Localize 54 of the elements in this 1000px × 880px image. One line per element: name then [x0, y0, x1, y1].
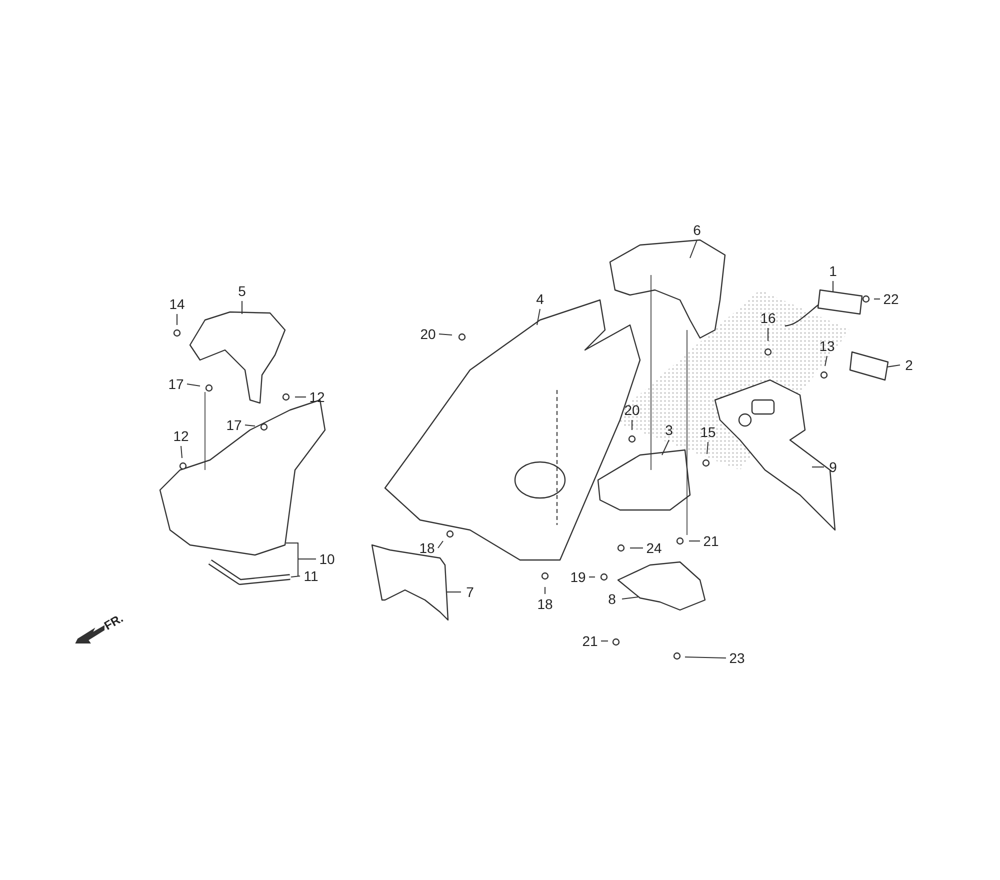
callout-number: 19	[570, 570, 586, 584]
leader-line	[290, 576, 300, 578]
leader-line	[690, 240, 698, 258]
callout-number: 22	[883, 292, 899, 306]
callout-number: 6	[693, 223, 701, 237]
callout-number: 1	[829, 264, 837, 278]
callout-number: 17	[226, 418, 242, 432]
callout-number: 18	[537, 597, 553, 611]
callout-number: 17	[168, 377, 184, 391]
callout-number: 8	[608, 592, 616, 606]
callout-number: 20	[624, 403, 640, 417]
callout-number: 18	[419, 541, 435, 555]
callout-number: 21	[582, 634, 598, 648]
leader-line	[688, 540, 700, 542]
callout-number: 23	[729, 651, 745, 665]
callout-number: 12	[309, 390, 325, 404]
callout-number: 11	[304, 569, 318, 583]
leader-line	[886, 364, 900, 368]
callout-number: 9	[829, 460, 837, 474]
leader-line	[588, 576, 596, 578]
callout-number: 21	[703, 534, 719, 548]
leader-line	[536, 308, 540, 326]
leader-line	[438, 334, 452, 336]
callout-number: 24	[646, 541, 662, 555]
leader-line	[812, 466, 824, 468]
leader-line	[294, 396, 306, 398]
callout-number: 5	[238, 284, 246, 298]
callout-number: 14	[169, 297, 185, 311]
callout-number: 12	[173, 429, 189, 443]
callout-number: 3	[665, 423, 673, 437]
leader-line	[874, 298, 880, 300]
leader-line	[244, 424, 256, 426]
leader-line	[600, 640, 608, 642]
leader-line	[176, 314, 178, 326]
callout-number: 15	[700, 425, 716, 439]
callout-number: 20	[420, 327, 436, 341]
leader-line	[544, 586, 546, 594]
callout-number: 16	[760, 311, 776, 325]
leader-line	[662, 440, 670, 456]
callout-number: 2	[905, 358, 913, 372]
leader-line	[286, 542, 316, 576]
callout-number: 10	[319, 552, 335, 566]
leader-line	[684, 656, 726, 658]
leader-line	[186, 384, 200, 386]
leader-line	[438, 540, 444, 548]
direction-label: FR.	[102, 611, 126, 633]
leader-line	[180, 446, 182, 458]
leader-line	[622, 596, 638, 600]
leader-line	[832, 280, 834, 292]
leader-line	[706, 442, 708, 454]
callout-number: 7	[466, 585, 474, 599]
callout-number: 4	[536, 292, 544, 306]
leader-line	[824, 356, 828, 366]
callout-number: 13	[819, 339, 835, 353]
